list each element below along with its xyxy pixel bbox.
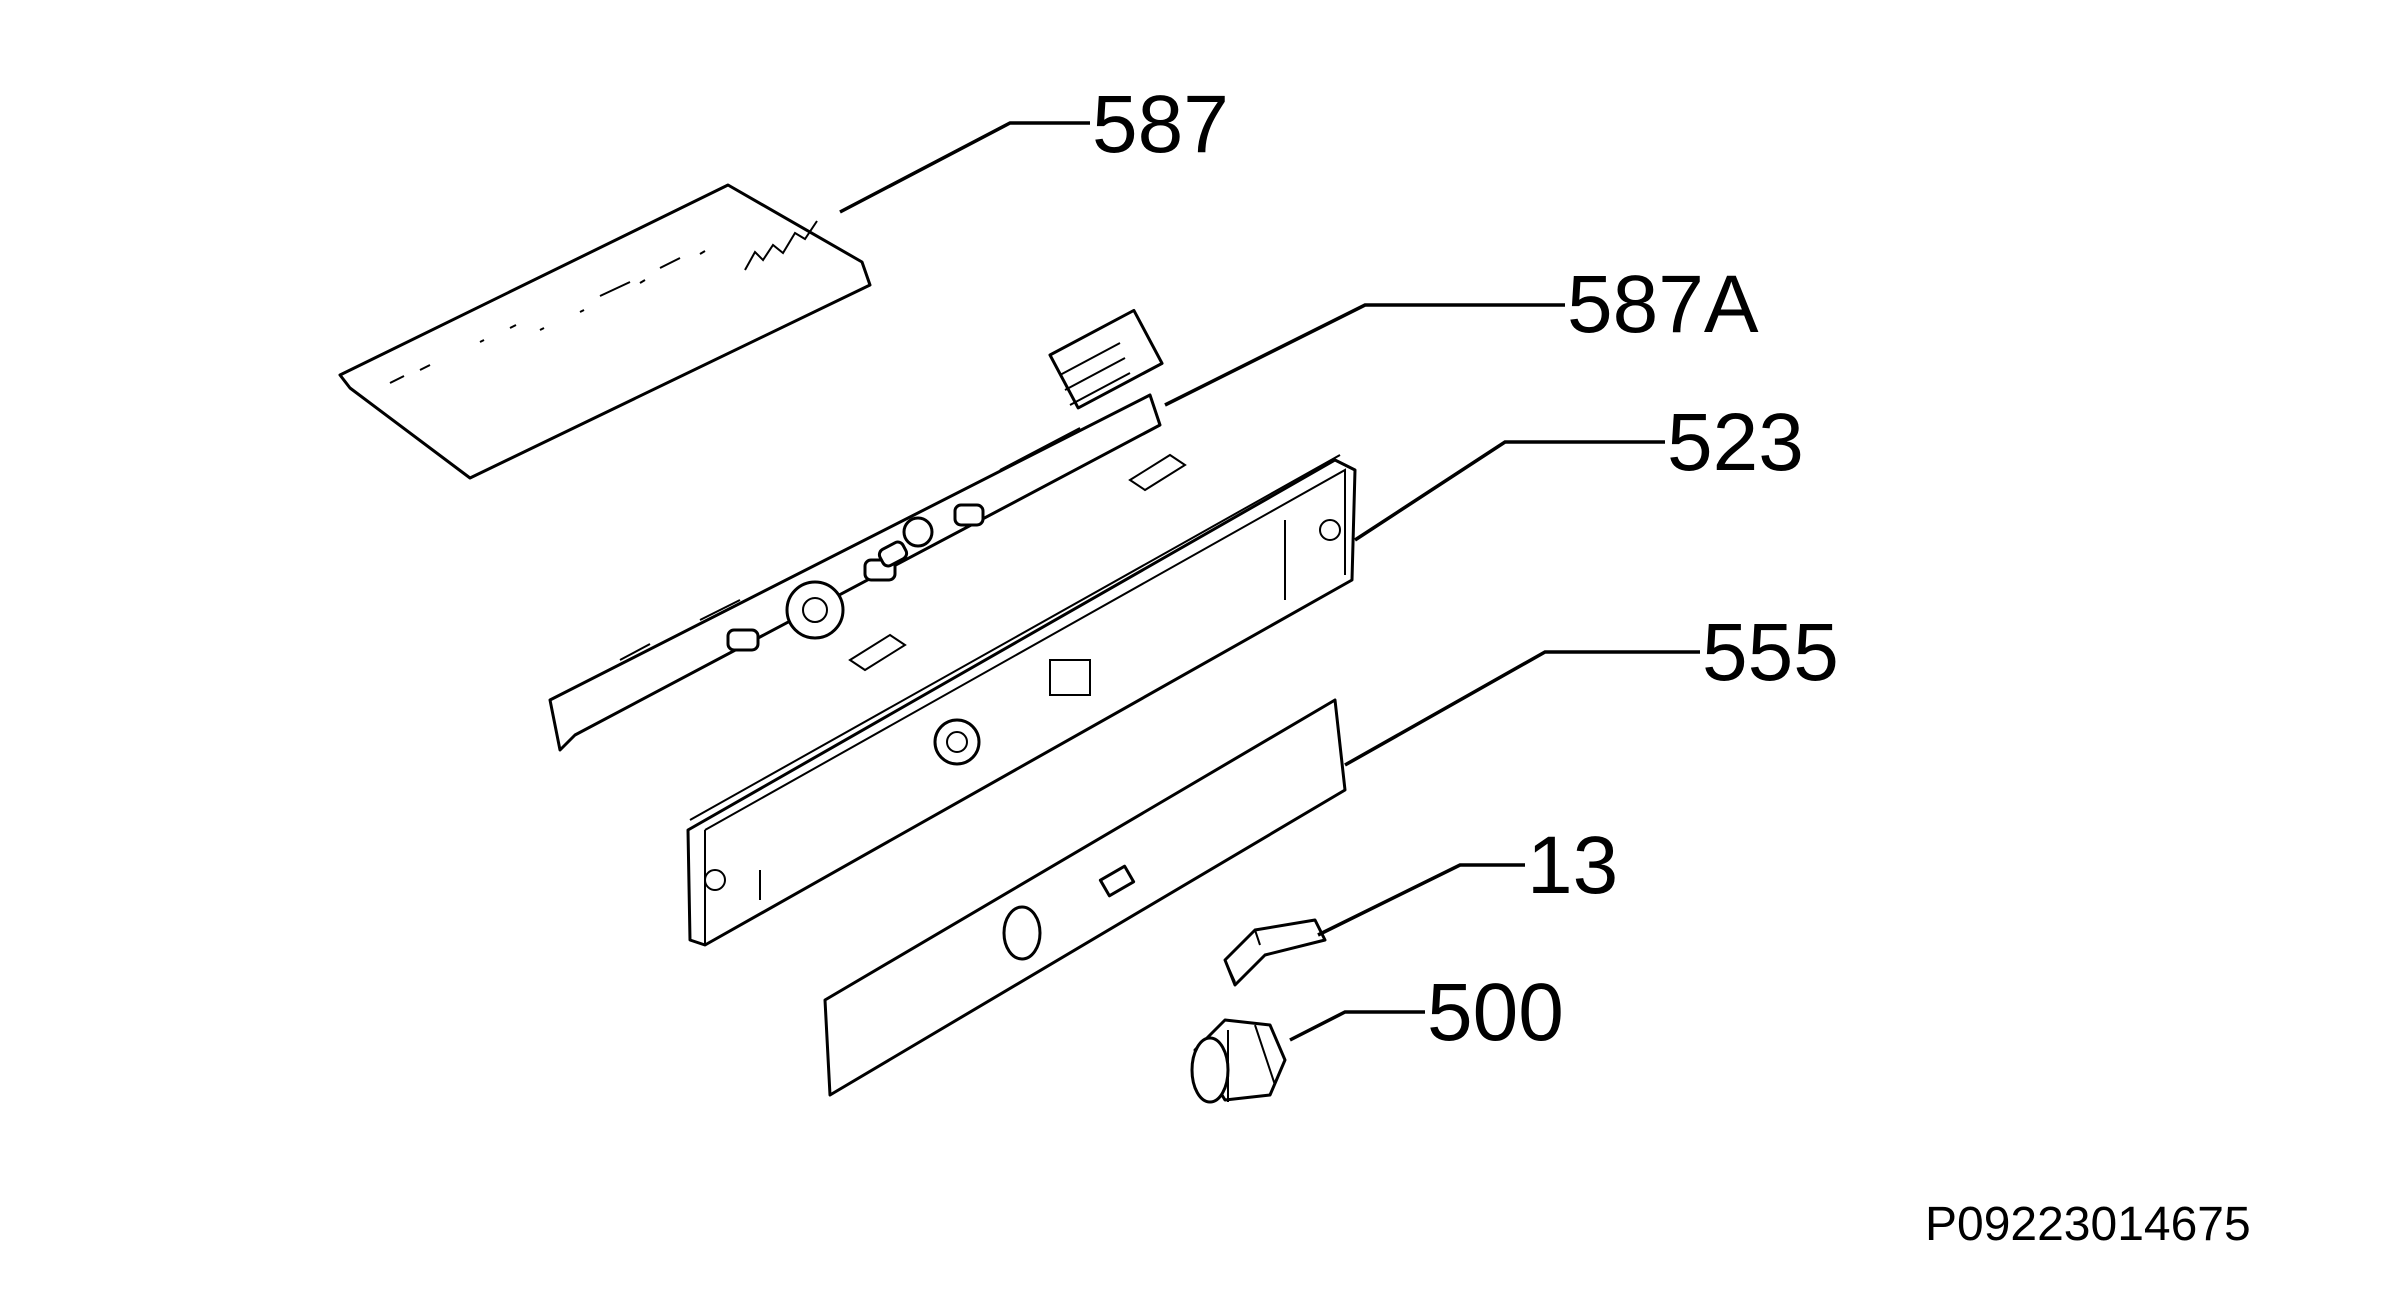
leader-587 [839,121,1090,214]
leader-523 [1354,440,1665,542]
callout-523: 523 [1667,397,1804,488]
part-500-knob [1190,1018,1287,1104]
document-id: P09223014675 [1925,1198,2251,1251]
part-13-button [1223,918,1327,987]
part-587-board [338,183,872,480]
leader-500 [1289,1010,1425,1042]
part-555-fascia [823,698,1347,1097]
callout-13: 13 [1527,820,1618,911]
callout-587: 587 [1092,79,1229,170]
leader-587a [1164,303,1565,407]
callout-555: 555 [1702,607,1839,698]
leader-555 [1344,650,1700,767]
callout-587a: 587A [1567,259,1759,350]
part-523-housing [686,453,1357,947]
leader-13 [1317,863,1525,937]
callout-500: 500 [1427,967,1564,1058]
part-587a-pcb [548,308,1164,752]
